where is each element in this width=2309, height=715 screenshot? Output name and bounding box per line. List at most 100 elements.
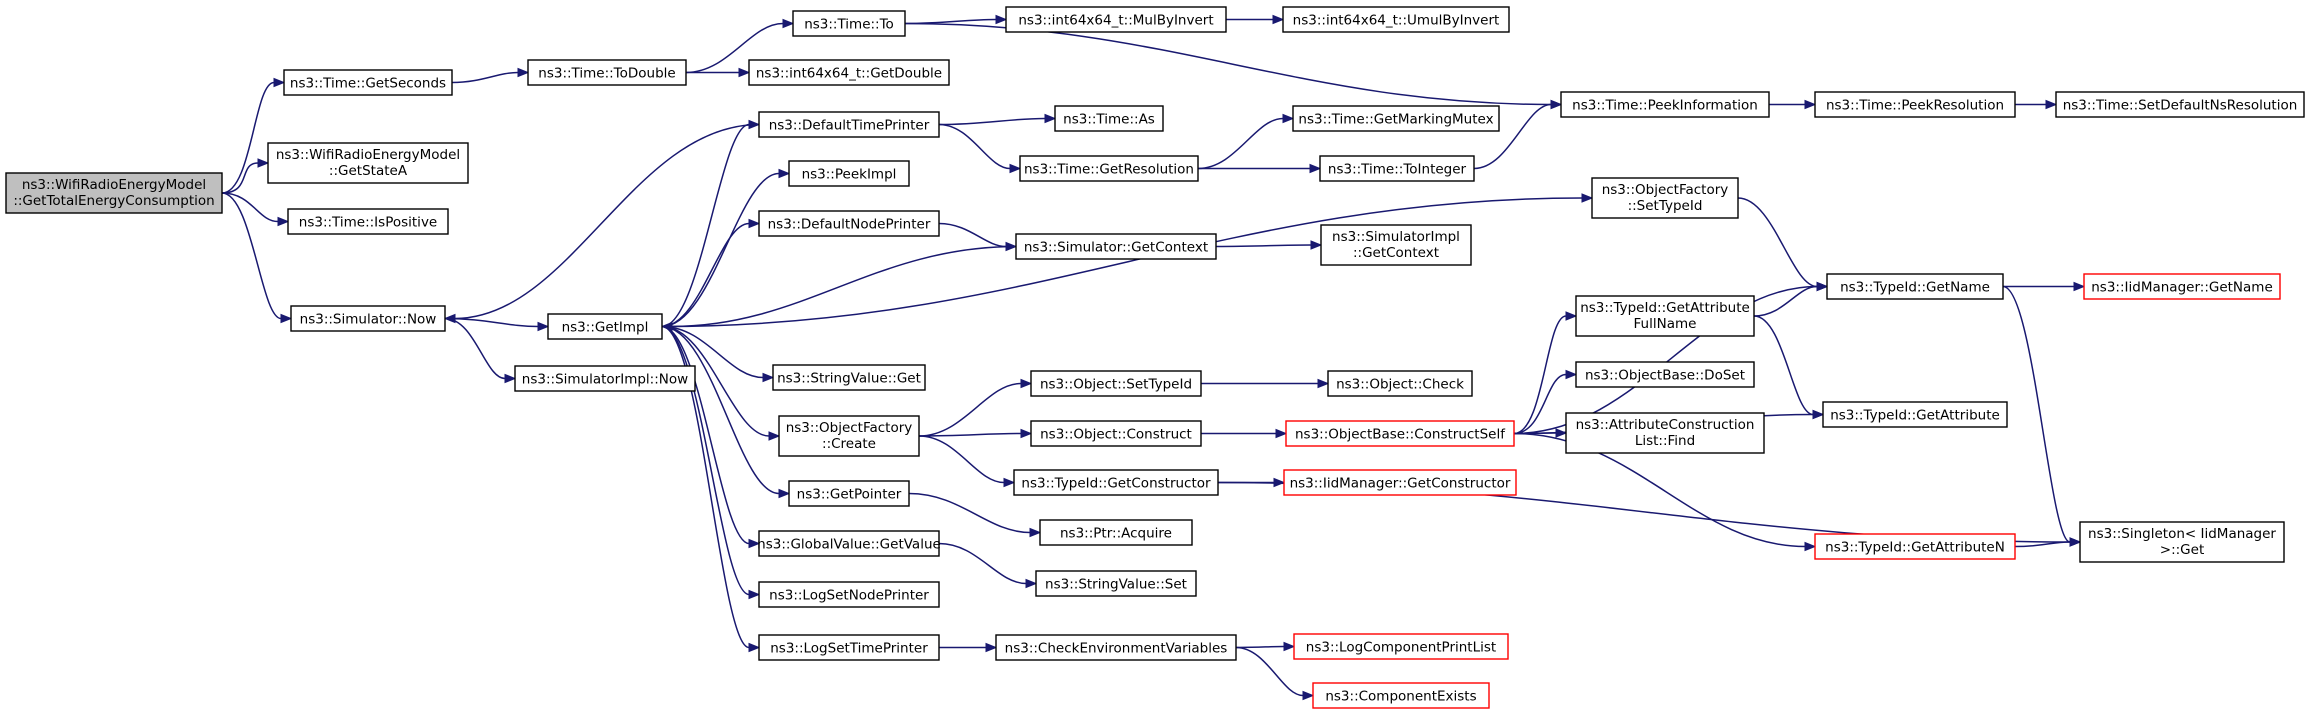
node-setdefaultnsresolution[interactable]: ns3::Time::SetDefaultNsResolution bbox=[2055, 91, 2305, 118]
node-typeidgetconstructor[interactable]: ns3::TypeId::GetConstructor bbox=[1013, 469, 1219, 496]
node-getpointer[interactable]: ns3::GetPointer bbox=[788, 480, 910, 507]
edge-line bbox=[1235, 646, 1304, 697]
arrowhead bbox=[768, 431, 781, 441]
node-getresolution[interactable]: ns3::Time::GetResolution bbox=[1019, 155, 1199, 182]
node-logcomponentprintlist[interactable]: ns3::LogComponentPrintList bbox=[1293, 633, 1509, 660]
node-box bbox=[2083, 273, 2281, 300]
node-box bbox=[283, 69, 453, 96]
node-box bbox=[1575, 295, 1755, 337]
node-label: ns3::GlobalValue::GetValue bbox=[757, 537, 941, 553]
node-peekresolution[interactable]: ns3::Time::PeekResolution bbox=[1814, 91, 2016, 118]
node-getmarkingmutex[interactable]: ns3::Time::GetMarkingMutex bbox=[1292, 105, 1500, 132]
arrowhead bbox=[537, 321, 550, 332]
node-now[interactable]: ns3::Simulator::Now bbox=[290, 305, 446, 332]
node-typeidgetattribute[interactable]: ns3::TypeId::GetAttribute bbox=[1822, 401, 2008, 428]
node-objfactorysettypeid[interactable]: ns3::ObjectFactory::SetTypeId bbox=[1591, 177, 1739, 219]
arrowhead bbox=[1310, 240, 1323, 250]
node-constructself[interactable]: ns3::ObjectBase::ConstructSelf bbox=[1285, 420, 1515, 447]
node-peekimpl[interactable]: ns3::PeekImpl bbox=[788, 160, 910, 187]
node-logsetnodeprinter[interactable]: ns3::LogSetNodePrinter bbox=[758, 581, 940, 608]
node-tointeger[interactable]: ns3::Time::ToInteger bbox=[1319, 155, 1475, 182]
edge-getresolution-to-getmarkingmutex bbox=[1197, 113, 1295, 170]
node-checkenv[interactable]: ns3::CheckEnvironmentVariables bbox=[995, 634, 1237, 661]
node-mulbyinvert[interactable]: ns3::int64x64_t::MulByInvert bbox=[1005, 6, 1227, 33]
node-box bbox=[527, 59, 687, 86]
arrowhead bbox=[782, 18, 795, 29]
edge-line bbox=[221, 162, 259, 194]
edge-now-to-simimplnow bbox=[444, 317, 517, 384]
node-singletonget[interactable]: ns3::Singleton< IidManager >::Get bbox=[2079, 521, 2285, 563]
node-objbasedoset[interactable]: ns3::ObjectBase::DoSet bbox=[1575, 361, 1755, 388]
edge-typeidgetattributen-to-singletonget bbox=[2014, 537, 2082, 548]
arrowhead bbox=[995, 14, 1008, 25]
edge-line bbox=[221, 192, 279, 223]
node-getstatea[interactable]: ns3::WifiRadioEnergyModel::GetStateA bbox=[267, 142, 469, 184]
node-simimplgetcontext[interactable]: ns3::SimulatorImpl::GetContext bbox=[1320, 224, 1472, 266]
edge-line bbox=[1235, 645, 1285, 649]
node-timeas[interactable]: ns3::Time::As bbox=[1054, 105, 1164, 132]
edge-getimpl-to-stringvalueget bbox=[661, 325, 775, 383]
node-box bbox=[778, 415, 920, 457]
edge-getresolution-to-tointeger bbox=[1197, 163, 1322, 174]
edge-line bbox=[1473, 103, 1552, 170]
edge-line bbox=[454, 123, 760, 320]
node-logsettimeprinter[interactable]: ns3::LogSetTimePrinter bbox=[758, 634, 940, 661]
arrowhead bbox=[778, 488, 791, 499]
node-label: ns3::SimulatorImpl::Now bbox=[522, 372, 688, 388]
edge-typeidgetname-to-singletonget bbox=[2002, 285, 2082, 547]
call-nodes: ns3::WifiRadioEnergyModel::GetTotalEnerg… bbox=[5, 6, 2305, 709]
node-defaulttimeprinter[interactable]: ns3::DefaultTimePrinter bbox=[758, 111, 940, 138]
edge-checkenv-to-componentexists bbox=[1235, 646, 1315, 701]
node-label: List::Find bbox=[1635, 433, 1695, 449]
node-todouble[interactable]: ns3::Time::ToDouble bbox=[527, 59, 687, 86]
arrowhead bbox=[277, 216, 290, 227]
node-iidgetconstructor[interactable]: ns3::IidManager::GetConstructor bbox=[1283, 469, 1517, 496]
node-timeto[interactable]: ns3::Time::To bbox=[792, 10, 906, 37]
node-defaultnodeprinter[interactable]: ns3::DefaultNodePrinter bbox=[758, 210, 940, 237]
node-ispositive[interactable]: ns3::Time::IsPositive bbox=[287, 208, 449, 235]
node-label: ns3::WifiRadioEnergyModel bbox=[22, 177, 206, 193]
node-box bbox=[758, 210, 940, 237]
node-objfactorycreate[interactable]: ns3::ObjectFactory::Create bbox=[778, 415, 920, 457]
node-globalvaluegetvalue[interactable]: ns3::GlobalValue::GetValue bbox=[757, 530, 941, 557]
node-label: ns3::SimulatorImpl bbox=[1332, 229, 1460, 245]
node-label: ns3::LogSetNodePrinter bbox=[769, 588, 929, 604]
node-label: ns3::IidManager::GetConstructor bbox=[1290, 476, 1511, 492]
node-componentexists[interactable]: ns3::ComponentExists bbox=[1312, 682, 1490, 709]
node-getseconds[interactable]: ns3::Time::GetSeconds bbox=[283, 69, 453, 96]
node-peekinformation[interactable]: ns3::Time::PeekInformation bbox=[1560, 91, 1770, 118]
arrowhead bbox=[748, 538, 761, 549]
arrowhead bbox=[748, 589, 761, 600]
node-typeidgetattributen[interactable]: ns3::TypeId::GetAttributeN bbox=[1814, 533, 2016, 560]
node-objectcheck[interactable]: ns3::Object::Check bbox=[1327, 370, 1473, 397]
node-label: ns3::Time::ToDouble bbox=[538, 66, 675, 82]
edge-getseconds-to-todouble bbox=[451, 67, 530, 84]
node-label: ns3::Time::PeekResolution bbox=[1826, 98, 2004, 114]
edge-typeidgetname-to-iidgetname bbox=[2002, 281, 2086, 292]
node-int64getdouble[interactable]: ns3::int64x64_t::GetDouble bbox=[748, 59, 950, 86]
node-iidgetname[interactable]: ns3::IidManager::GetName bbox=[2083, 273, 2281, 300]
node-umulbyinvert[interactable]: ns3::int64x64_t::UmulByInvert bbox=[1282, 6, 1510, 33]
node-label: ns3::ObjectFactory bbox=[786, 420, 913, 436]
edge-root-to-getseconds bbox=[221, 77, 286, 194]
node-box bbox=[1327, 370, 1473, 397]
node-label: ns3::GetPointer bbox=[797, 487, 902, 503]
node-label: ns3::Time::As bbox=[1063, 112, 1155, 128]
node-simgetcontext[interactable]: ns3::Simulator::GetContext bbox=[1015, 233, 1217, 260]
node-stringvalueget[interactable]: ns3::StringValue::Get bbox=[772, 364, 926, 391]
node-getimpl[interactable]: ns3::GetImpl bbox=[547, 313, 663, 340]
node-root[interactable]: ns3::WifiRadioEnergyModel::GetTotalEnerg… bbox=[5, 172, 223, 214]
node-simimplnow[interactable]: ns3::SimulatorImpl::Now bbox=[514, 365, 696, 392]
edge-line bbox=[938, 222, 1007, 248]
node-label: ns3::ObjectBase::ConstructSelf bbox=[1295, 427, 1506, 443]
node-label: FullName bbox=[1634, 316, 1697, 332]
node-ptracquire[interactable]: ns3::Ptr::Acquire bbox=[1039, 519, 1193, 546]
node-objconstruct[interactable]: ns3::Object::Construct bbox=[1030, 420, 1202, 447]
edge-line bbox=[661, 172, 780, 328]
node-stringvalueset[interactable]: ns3::StringValue::Set bbox=[1035, 570, 1197, 597]
node-label: ns3::CheckEnvironmentVariables bbox=[1005, 641, 1228, 657]
node-typeidgetname[interactable]: ns3::TypeId::GetName bbox=[1826, 273, 2004, 300]
node-objsettypeid[interactable]: ns3::Object::SetTypeId bbox=[1030, 370, 1202, 397]
